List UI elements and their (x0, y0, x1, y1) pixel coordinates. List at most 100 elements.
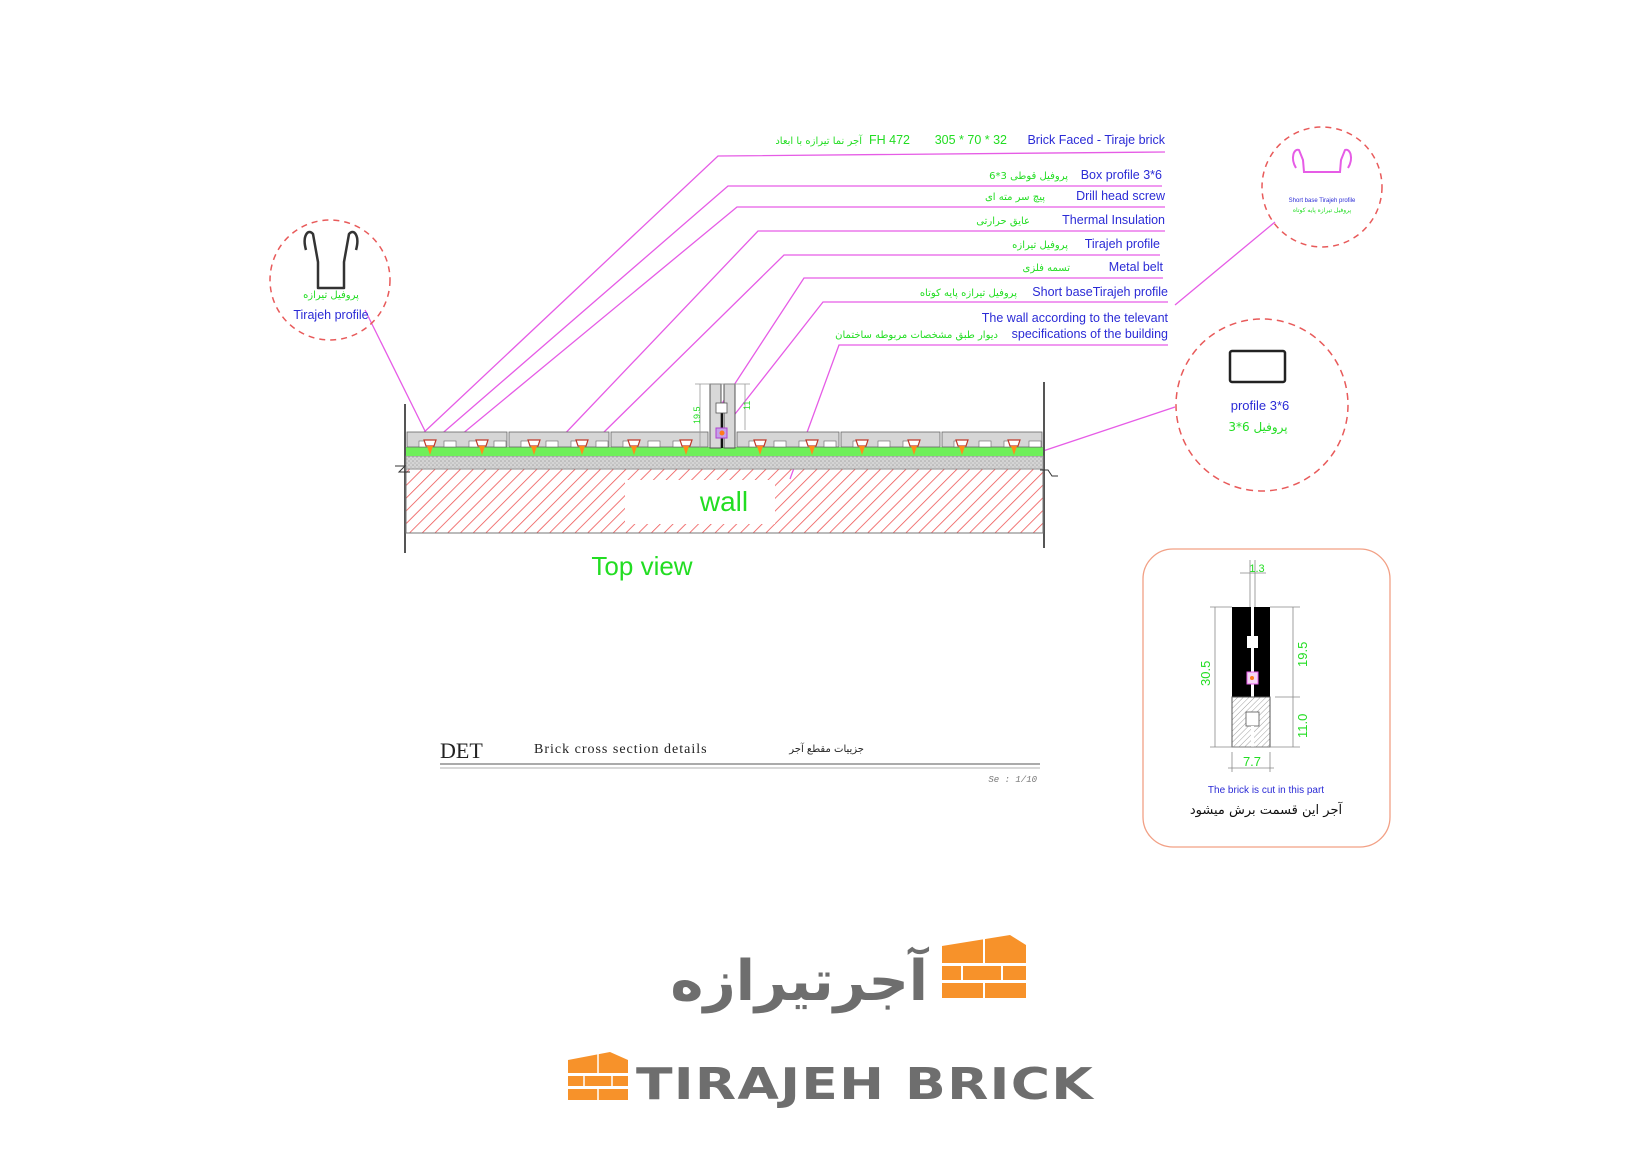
leader-drill-screw (443, 206, 1165, 450)
dim-fin-small: 11 (742, 401, 752, 410)
brick-groove (647, 440, 661, 448)
callout-thermal-insulation-fa: عایق حرارتی (976, 216, 1030, 227)
dim-fin-height: 19.5 (692, 406, 702, 424)
drill-screw-icon (575, 439, 589, 455)
brick-stack-icon (942, 935, 1026, 998)
drill-screw-icon (423, 439, 437, 455)
leader-tirajeh-profile (599, 254, 1160, 437)
callout-short-base-profile: Short baseTirajeh profile پروفیل تیرازه … (920, 285, 1168, 299)
callout-wall-spec: The wall according to the televant speci… (835, 311, 1168, 341)
box-profile-icon (1228, 349, 1287, 384)
logo-persian-text: آجرتیرازه (670, 946, 929, 1014)
brick-groove (823, 440, 837, 448)
brick-groove (443, 440, 457, 448)
break-mark-left (395, 465, 410, 473)
panel-dim-width: 7.7 (1243, 754, 1261, 769)
tirajeh-profile-icon (303, 230, 359, 290)
leader-metal-belt (718, 277, 1163, 409)
panel-caption-en: The brick is cut in this part (1208, 785, 1324, 796)
callout-brick-faced-fa: آجر نما تیرازه با ابعاد (775, 134, 863, 147)
brick-groove (493, 440, 507, 448)
callout-thermal-insulation: Thermal Insulation عایق حرارتی (976, 213, 1165, 227)
title-en: Brick cross section details (534, 742, 708, 757)
brick-groove (877, 440, 891, 448)
base-layer (405, 455, 1044, 470)
title-block: DET Brick cross section details جزییات م… (440, 738, 1040, 785)
cross-section-panel: 1.3 30.5 19.5 11.0 7.7 The brick is cut … (1142, 548, 1391, 848)
drill-screw-icon (1007, 439, 1021, 455)
brand-logo-english: TIRAJEH BRICK (568, 1052, 1095, 1110)
detail-circle-left: پروفیل تیرازه Tirajeh profile (269, 219, 391, 341)
callout-short-base-profile-fa: پروفیل تیرازه پایه کوتاه (920, 288, 1017, 299)
leader-short-base (727, 301, 1168, 424)
panel-dim-lower: 11.0 (1295, 714, 1310, 738)
callout-drill-head-screw-en: Drill head screw (1076, 189, 1166, 203)
top-view-label: Top view (591, 551, 692, 581)
callout-tirajeh-profile-fa: پروفیل تیرازه (1012, 240, 1068, 251)
callout-short-base-profile-en: Short baseTirajeh profile (1032, 285, 1168, 299)
leader-brick-faced (419, 151, 1166, 437)
callout-metal-belt-fa: تسمه فلزی (1023, 263, 1071, 274)
callout-drill-head-screw: Drill head screw پیچ سر مته ای (985, 189, 1166, 203)
callout-brick-faced: Brick Faced - Tiraje brick 305 * 70 * 32… (775, 133, 1165, 147)
callout-drill-head-screw-fa: پیچ سر مته ای (985, 192, 1045, 203)
callout-tirajeh-profile: Tirajeh profile پروفیل تیرازه (1012, 237, 1160, 251)
callout-box-profile-en: Box profile 3*6 (1081, 168, 1162, 182)
callout-wall-spec-fa: دیوار طبق مشخصات مربوطه ساختمان (835, 330, 998, 341)
callout-box-profile-fa: پروفیل قوطی 3*6 (989, 171, 1068, 182)
detail-top-right-fa: پروفیل تیرازه پایه کوتاه (1293, 207, 1352, 214)
scale-label: Se : 1/10 (988, 775, 1037, 785)
detail-left-fa: پروفیل تیرازه (303, 290, 359, 301)
callout-thermal-insulation-en: Thermal Insulation (1062, 213, 1165, 227)
logo-english-text: TIRAJEH BRICK (636, 1059, 1095, 1110)
callout-brick-faced-en: Brick Faced - Tiraje brick (1027, 133, 1165, 147)
panel-dim-upper: 19.5 (1295, 642, 1310, 667)
detail-right-en: profile 3*6 (1231, 398, 1290, 413)
leader-top-right-circle (1174, 221, 1276, 306)
detail-right-fa: پروفیل 6*3 (1228, 420, 1287, 435)
box-profile-fin (695, 383, 750, 449)
drill-screw-icon (753, 439, 767, 455)
detail-circle-right: profile 3*6 پروفیل 6*3 (1175, 318, 1349, 492)
brick-groove (595, 440, 609, 448)
brick-stack-icon-small (568, 1052, 628, 1100)
panel-dim-top: 1.3 (1249, 563, 1264, 575)
wall-label: wall (699, 486, 748, 517)
top-view-section: wall 19.5 11 Top view (395, 382, 1058, 581)
brick-groove (545, 440, 559, 448)
short-base-profile-icon (1291, 148, 1353, 173)
callout-wall-spec-en-line1: The wall according to the televant (982, 311, 1169, 325)
leader-thermal-insulation (537, 230, 1165, 463)
brand-logo-persian: آجرتیرازه (670, 935, 1026, 1014)
panel-caption-fa: آجر این قسمت برش میشود (1190, 801, 1344, 818)
leader-lines (364, 151, 1276, 480)
drill-screw-icon (627, 439, 641, 455)
detail-top-right-en: Short base Tirajeh profile (1289, 198, 1356, 204)
brick-groove (978, 440, 992, 448)
brick-groove (773, 440, 787, 448)
leader-left-circle (364, 309, 427, 434)
detail-left-en: Tirajeh profile (293, 308, 368, 322)
thermal-insulation-layer (406, 447, 1043, 456)
callout-labels: Brick Faced - Tiraje brick 305 * 70 * 32… (775, 133, 1168, 341)
drill-screw-icon (855, 439, 869, 455)
drill-screw-icon (805, 439, 819, 455)
leader-right-circle (1039, 406, 1176, 453)
callout-wall-spec-en-line2: specifications of the building (1012, 327, 1168, 341)
wall-label-bg (625, 480, 775, 524)
drill-screw-icon (527, 439, 541, 455)
title-code: DET (440, 738, 483, 763)
callout-tirajeh-profile-en: Tirajeh profile (1085, 237, 1160, 251)
callout-brick-faced-dims: 305 * 70 * 32 (935, 133, 1007, 147)
brick-groove (1028, 440, 1042, 448)
leader-box-profile (429, 185, 1162, 445)
panel-dim-total: 30.5 (1198, 661, 1213, 686)
callout-brick-faced-code: FH 472 (869, 133, 910, 147)
callout-metal-belt: Metal belt تسمه فلزی (1023, 260, 1164, 274)
drill-screw-icon (475, 439, 489, 455)
drill-screw-icon (679, 439, 693, 455)
callout-metal-belt-en: Metal belt (1109, 260, 1164, 274)
drill-screw-icon (907, 439, 921, 455)
drill-screw-icon (955, 439, 969, 455)
